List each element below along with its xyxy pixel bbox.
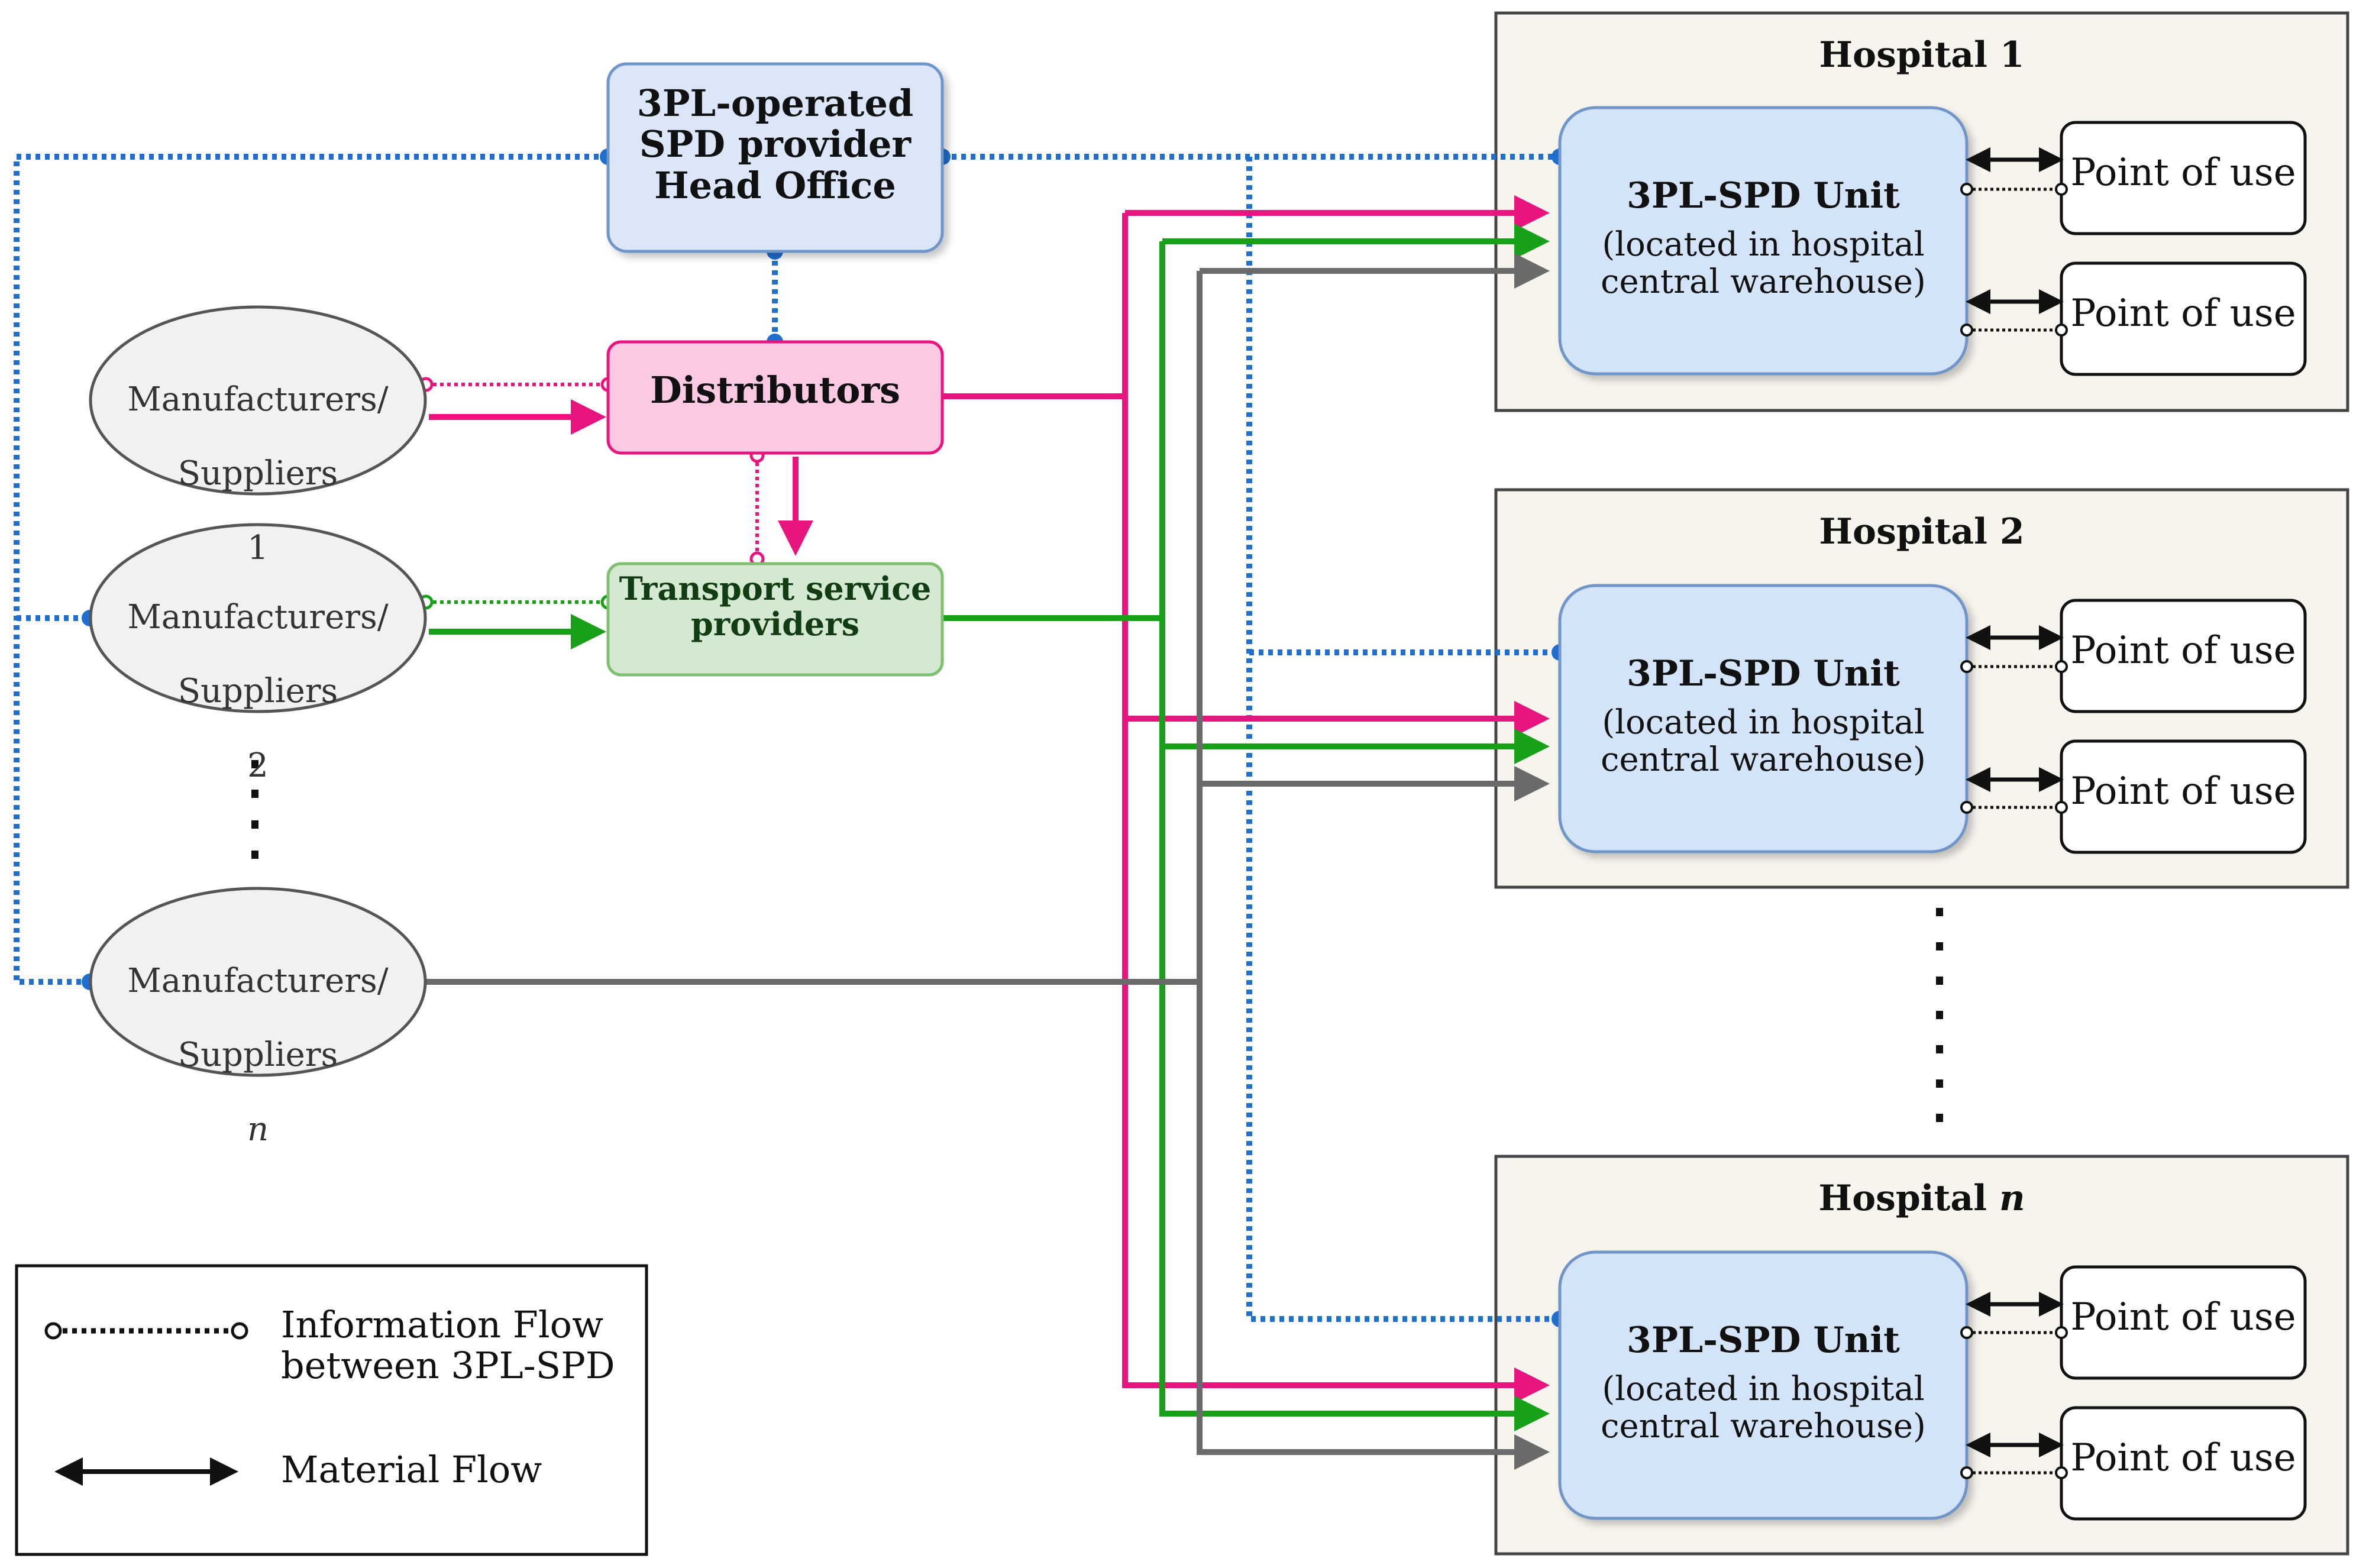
manufacturer-n-ellipse	[89, 887, 427, 1077]
point-of-use-nb: Point of use	[2070, 1436, 2296, 1480]
legend-info-flow-symbol	[44, 1322, 248, 1340]
info-line-head-office-to-left	[14, 154, 608, 985]
legend-box	[15, 1264, 648, 1556]
unit-label-hospital-1: 3PL-SPD Unit (located in hospital centra…	[1601, 174, 1926, 301]
legend-material-flow-label: Material Flow	[281, 1448, 542, 1491]
point-of-use-na: Point of use	[2070, 1295, 2296, 1339]
hospital-1-title: Hospital 1	[1819, 34, 2025, 76]
distributors-box	[606, 340, 944, 455]
manufacturer-n-material-flow	[426, 253, 1550, 1470]
distributor-material-flow	[942, 195, 1550, 1403]
point-of-use-boxes	[2060, 121, 2307, 1521]
hospital-ellipsis-dots	[1936, 908, 1943, 1122]
unit-box-hospital-1	[1558, 106, 1969, 376]
head-office-box	[606, 62, 944, 253]
point-of-use-2b: Point of use	[2070, 770, 2296, 813]
manufacturer-n-label: Manufacturers/ Suppliers n	[127, 961, 389, 1149]
unit-box-hospital-2	[1558, 584, 1969, 853]
unit-to-point-of-use-connectors	[1960, 147, 2068, 1479]
transport-label: Transport service providers	[619, 570, 932, 644]
legend-info-flow-label: Information Flow between 3PL-SPD	[281, 1303, 615, 1388]
manufacturer-2-ellipse	[89, 523, 427, 713]
head-office-label: 3PL-operated SPD provider Head Office	[636, 82, 914, 207]
unit-label-hospital-2: 3PL-SPD Unit (located in hospital centra…	[1601, 652, 1926, 779]
information-flow-lines	[14, 154, 1560, 1322]
point-of-use-2a: Point of use	[2070, 629, 2296, 673]
manufacturer-1-label: Manufacturers/ Suppliers 1	[127, 380, 389, 567]
point-of-use-1a: Point of use	[2070, 151, 2296, 195]
point-of-use-1b: Point of use	[2070, 292, 2296, 335]
unit-box-hospital-n	[1558, 1250, 1969, 1520]
manufacturer-2-label: Manufacturers/ Suppliers 2	[127, 597, 389, 785]
manufacturer-ellipsis-dots	[251, 760, 258, 859]
transport-box	[606, 562, 944, 677]
unit-label-hospital-n: 3PL-SPD Unit (located in hospital centra…	[1601, 1319, 1926, 1446]
hospital-2-title: Hospital 2	[1819, 511, 2025, 552]
transport-material-flow	[942, 224, 1550, 1431]
distributors-label: Distributors	[649, 368, 901, 412]
hospital-n-title: Hospital n	[1818, 1178, 2025, 1219]
manufacturer-1-ellipse	[89, 305, 427, 496]
